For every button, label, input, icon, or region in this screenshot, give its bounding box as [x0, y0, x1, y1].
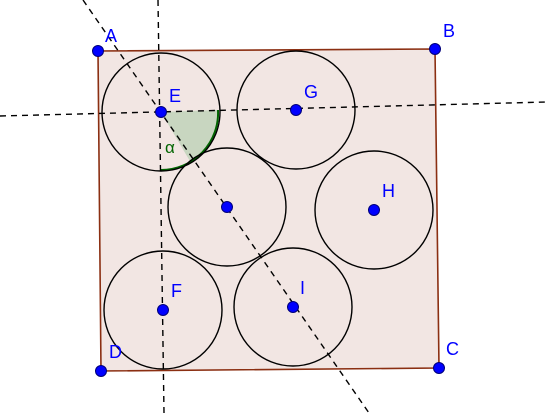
circle-i — [233, 247, 353, 367]
point-e — [155, 106, 167, 118]
circles — [101, 50, 434, 370]
point-labels: A B C D E G H F I α — [105, 21, 459, 362]
circle-center — [167, 147, 287, 267]
vertical-guide-line — [157, 0, 165, 413]
label-d: D — [109, 342, 122, 362]
points — [92, 43, 445, 377]
label-e: E — [169, 86, 181, 106]
point-f — [157, 304, 169, 316]
square-abcd — [97, 48, 440, 372]
diagonal-guide-line — [82, 0, 370, 413]
label-i: I — [300, 278, 305, 298]
point-h — [368, 204, 380, 216]
angle-alpha-label: α — [165, 138, 175, 157]
point-c — [433, 362, 445, 374]
point-center — [221, 201, 233, 213]
point-d — [95, 365, 107, 377]
point-b — [429, 43, 441, 55]
horizontal-guide-line — [0, 101, 547, 117]
label-h: H — [382, 181, 395, 201]
point-g — [290, 104, 302, 116]
label-b: B — [443, 21, 455, 41]
circle-g — [236, 50, 356, 170]
point-i — [287, 301, 299, 313]
label-c: C — [446, 339, 459, 359]
angle-alpha-sector — [161, 110, 219, 162]
label-a: A — [105, 26, 117, 46]
circle-h — [314, 150, 434, 270]
circle-f — [103, 250, 223, 370]
point-a — [92, 45, 104, 57]
angle-alpha-arc — [160, 109, 220, 172]
circle-e — [101, 52, 221, 172]
label-f: F — [171, 281, 182, 301]
label-g: G — [304, 82, 318, 102]
